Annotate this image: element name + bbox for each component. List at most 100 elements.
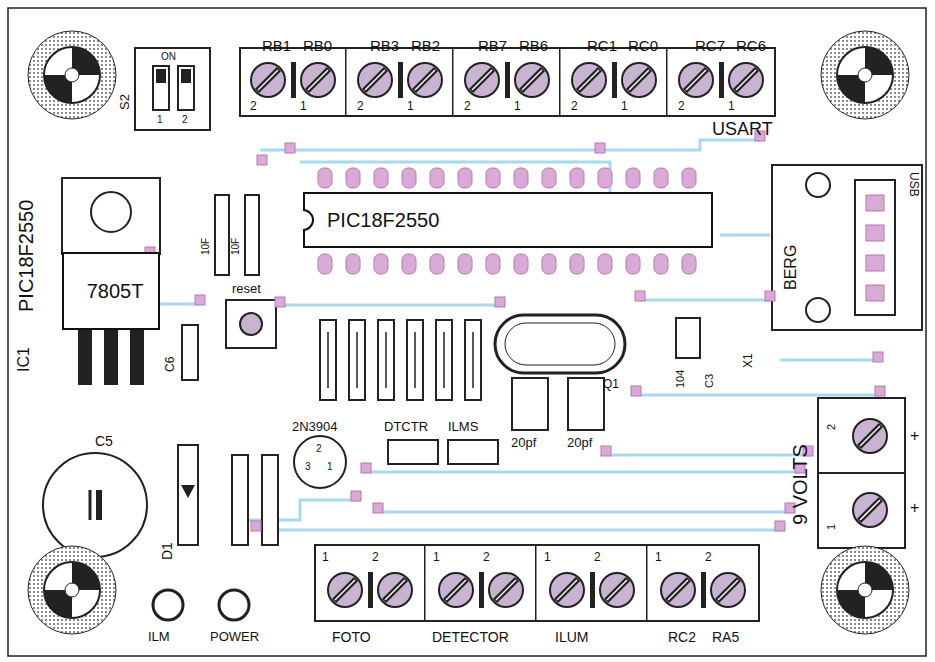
trace [260,529,780,532]
screw-head [550,573,584,607]
silkscreen-label: reset [232,282,261,295]
resistor-line [443,332,445,388]
ic-outline: PIC18F2550 [303,192,713,248]
via-pad [285,143,295,153]
terminal-screw [711,573,745,607]
screw-slot [718,580,738,600]
silkscreen-label: RB0 [303,38,332,53]
block-separator [612,62,617,98]
screw-head [600,573,634,607]
hole-ring [28,546,116,634]
screw-head [572,63,606,97]
silkscreen-label: C6 [164,357,176,372]
ic-pin-pad [486,254,500,274]
usb-pad [866,195,884,211]
resistor-symbol [388,440,438,464]
terminal-strip [240,48,775,116]
silkscreen-label: 10F [231,238,241,255]
silkscreen-label: 10F [201,238,211,255]
ic-pin-pad [430,168,444,188]
capacitor-plate [96,490,102,520]
screw-slot [860,426,880,446]
silkscreen-label: RB2 [411,38,440,53]
screw-slot [578,69,600,91]
screw-slot [445,579,467,601]
block-separator [345,48,347,116]
block-separator [701,572,706,608]
silkscreen-label: 2 [678,100,685,112]
ic-notch [303,208,317,232]
silkscreen-label: 2 [182,115,188,125]
silkscreen-label: 1 [327,462,333,472]
ic-pin-pad [570,254,584,274]
via-pad [195,295,205,305]
usb-hole [806,173,830,197]
hole-disc [44,47,100,103]
hole-ring [28,31,116,119]
silkscreen-label: + [910,428,919,444]
screw-slot [735,69,757,91]
hole-ring [821,546,909,634]
screw-slot [859,425,881,447]
hole-disc [44,562,100,618]
resistor-symbol [232,455,248,545]
silkscreen-label: ON [161,52,176,62]
terminal-screw [465,63,499,97]
mounting-hole [28,31,116,119]
generated-parts [28,31,909,634]
silkscreen-label: 1 [655,551,662,563]
silkscreen-label: RC6 [736,38,766,53]
terminal-screw [550,573,584,607]
resistor-symbol [407,320,423,400]
hole-disc [837,562,893,618]
silkscreen-label: FOTO [332,630,371,644]
switch-knob [181,69,191,83]
via-pad [775,521,785,531]
resistor-line [356,332,358,388]
part-label: 7805T [87,281,144,301]
via-pad [351,491,361,501]
screw-head [853,493,887,527]
via-pad [257,155,267,165]
hole-disc [837,47,893,103]
terminal-screw [729,63,763,97]
via-pad [765,291,775,301]
via-pad [251,521,261,531]
hole-center [65,583,79,597]
screw-slot [471,69,493,91]
via-pad [361,463,371,473]
trace [720,234,770,237]
silkscreen-label: RC1 [587,38,617,53]
screw-head [489,573,523,607]
ic-pin-pad [654,254,668,274]
via-pad [495,297,505,307]
crystal-outline [495,315,625,373]
switch-lever [153,66,169,110]
silkscreen-label: 2 [705,551,712,563]
silkscreen-label: USB [908,172,920,197]
screw-slot [579,70,599,90]
screw-slot [629,70,649,90]
transistor-symbol [294,436,346,488]
screw-slot [365,70,385,90]
screw-slot [668,580,688,600]
silkscreen-label: 2 [357,100,364,112]
ic-pin-pad [486,168,500,188]
screw-slot [414,69,436,91]
screw-slot [522,70,542,90]
silkscreen-label: RC0 [628,38,658,53]
terminal-screw [679,63,713,97]
terminal-screw [572,63,606,97]
mounting-hole [821,31,909,119]
ic-pin-pad [654,168,668,188]
usb-pad [866,255,884,271]
via-pad [875,386,885,396]
block-separator [368,572,373,608]
screw-slot [860,500,880,520]
resistor-symbol [465,320,481,400]
silkscreen-label: X1 [742,353,754,368]
screw-slot [628,69,650,91]
terminal-screw [251,63,285,97]
via-pad [373,503,383,513]
